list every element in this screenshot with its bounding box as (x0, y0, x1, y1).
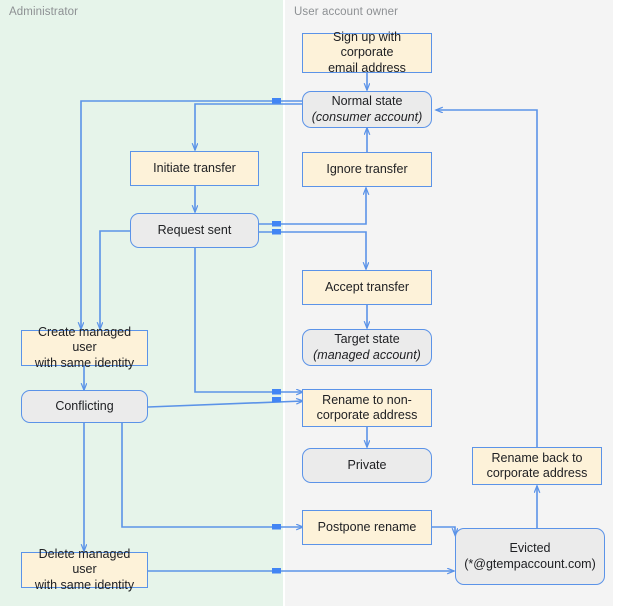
junction-dot (272, 524, 281, 530)
node-line-1: Rename back to (491, 450, 583, 465)
node-create-managed-user-with-same-identity[interactable]: Create managed user with same identity (21, 325, 148, 370)
node-line-2: email address (328, 60, 406, 75)
junction-dot (272, 98, 281, 104)
edge-normal-to-create-user (81, 100, 302, 329)
junction-dot (272, 229, 281, 235)
junction-dot (272, 568, 281, 574)
node-line-1: Private (347, 457, 387, 472)
node-postpone-rename[interactable]: Postpone rename (302, 510, 432, 545)
node-initiate-transfer[interactable]: Initiate transfer (130, 151, 259, 186)
edge-rename-back-to-normal (436, 110, 538, 447)
node-line-1: Conflicting (55, 398, 114, 413)
node-line-1: Delete managed user (38, 547, 131, 577)
node-line-2: (managed account) (313, 347, 421, 362)
node-sign-up-with-corporate-email-address[interactable]: Sign up with corporate email address (302, 30, 432, 75)
node-line-1: Create managed user (37, 325, 132, 355)
edge-request-sent-to-rename-non (194, 247, 303, 392)
node-line-1: Ignore transfer (326, 161, 408, 176)
node-accept-transfer[interactable]: Accept transfer (302, 270, 432, 305)
edge-request-sent-to-create-user2 (100, 230, 130, 329)
node-line-1: Postpone rename (317, 519, 417, 534)
node-target-state[interactable]: Target state (managed account) (302, 329, 432, 366)
node-request-sent[interactable]: Request sent (130, 213, 259, 248)
node-line-1: Normal state (331, 94, 403, 109)
node-ignore-transfer[interactable]: Ignore transfer (302, 152, 432, 187)
node-rename-back-to-corporate-address[interactable]: Rename back to corporate address (472, 447, 602, 485)
node-line-1: Request sent (157, 222, 232, 237)
node-line-1: Initiate transfer (153, 160, 236, 175)
node-line-1: Target state (334, 332, 400, 347)
edge-postpone-to-evicted (432, 526, 455, 535)
node-line-2: with same identity (34, 577, 135, 592)
node-private[interactable]: Private (302, 448, 432, 483)
node-line-2: (consumer account) (311, 109, 423, 124)
node-normal-state[interactable]: Normal state (consumer account) (302, 91, 432, 128)
edge-normal-to-initiate (195, 103, 302, 150)
edge-request-sent-to-accept (259, 231, 366, 269)
node-rename-to-non-corporate-address[interactable]: Rename to non- corporate address (302, 389, 432, 427)
node-delete-managed-user-with-same-identity[interactable]: Delete managed user with same identity (21, 547, 148, 592)
edge-request-sent-to-ignore (259, 188, 366, 225)
swimlane-label-administrator: Administrator (9, 6, 79, 18)
node-line-2: with same identity (34, 355, 135, 370)
node-line-1: Accept transfer (324, 279, 410, 294)
node-evicted[interactable]: Evicted (*@gtempaccount.com) (455, 528, 605, 585)
node-line-2: corporate address (316, 408, 418, 422)
junction-dot (272, 221, 281, 227)
node-line-1: Evicted (509, 541, 551, 556)
edge-junction-markers (272, 98, 281, 574)
junction-dot (272, 389, 281, 395)
node-line-2: corporate address (486, 466, 588, 480)
node-conflicting[interactable]: Conflicting (21, 390, 148, 423)
swimlane-label-user-account-owner: User account owner (294, 6, 399, 18)
node-line-1: Sign up with corporate (332, 30, 402, 60)
node-line-2: (*@gtempaccount.com) (464, 556, 596, 571)
edge-conflicting-to-postpone (121, 422, 303, 527)
node-line-1: Rename to non- (322, 392, 412, 407)
junction-dot (272, 397, 281, 403)
